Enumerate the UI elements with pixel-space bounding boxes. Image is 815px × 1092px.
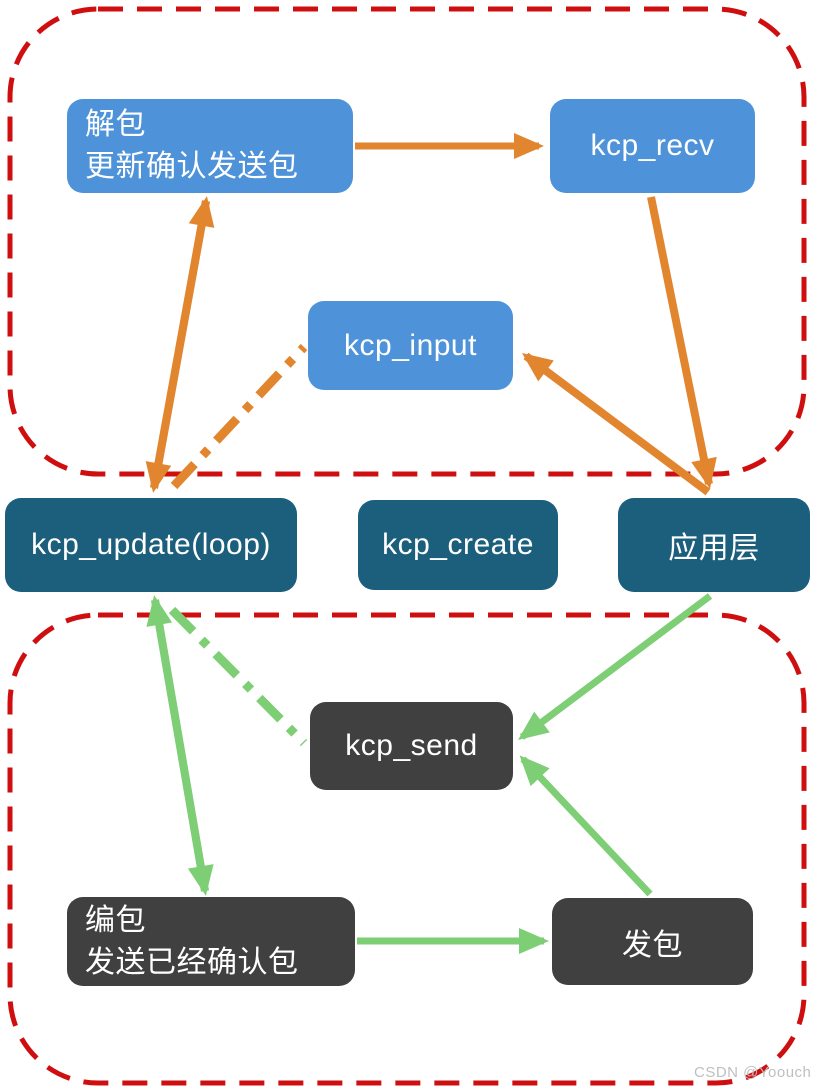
arrow-kcp-update-to-unpack: [150, 196, 215, 489]
arrow-app-layer-to-kcp-input: [521, 352, 711, 496]
arrow-kcp-update-to-encode: [151, 599, 214, 896]
node-app-layer-label: 应用层: [668, 532, 760, 565]
dashdot-kcp-update-to-kcp-input: [170, 343, 308, 490]
arrow-send-packet-to-kcp-send: [519, 755, 653, 897]
node-kcp-update: kcp_update(loop): [5, 498, 297, 592]
node-kcp-input: kcp_input: [308, 301, 513, 390]
node-send-packet: 发包: [552, 898, 753, 985]
arrow-unpack-to-kcp-update: [145, 200, 210, 493]
receive-region-border: [7, 6, 807, 477]
arrow-encode-to-kcp-update: [146, 595, 209, 892]
node-kcp-create: kcp_create: [358, 500, 558, 590]
node-kcp-recv: kcp_recv: [550, 99, 755, 193]
node-kcp-create-label: kcp_create: [382, 528, 534, 561]
node-kcp-input-label: kcp_input: [344, 328, 477, 362]
send-region-border: [7, 612, 807, 1086]
csdn-watermark: CSDN @Yoouch: [694, 1064, 812, 1081]
arrow-kcp-recv-to-app-layer: [647, 196, 717, 489]
node-app-layer: 应用层: [618, 498, 810, 592]
node-encode-line1: 编包: [85, 903, 146, 937]
node-kcp-send-label: kcp_send: [345, 729, 478, 762]
node-kcp-send: kcp_send: [310, 702, 513, 790]
node-encode-line2: 发送已经确认包: [85, 945, 299, 979]
node-unpack-update-ack: 解包 更新确认发送包: [67, 99, 353, 193]
node-kcp-recv-label: kcp_recv: [590, 129, 715, 162]
arrow-app-layer-to-kcp-send: [518, 593, 713, 740]
node-unpack-line1: 解包: [85, 108, 146, 141]
dashdot-kcp-update-to-kcp-send: [168, 606, 308, 747]
node-unpack-line2: 更新确认发送包: [85, 150, 299, 183]
node-kcp-update-label: kcp_update(loop): [31, 528, 271, 561]
node-send-packet-label: 发包: [622, 928, 683, 962]
node-encode-send-acked: 编包 发送已经确认包: [67, 897, 355, 986]
